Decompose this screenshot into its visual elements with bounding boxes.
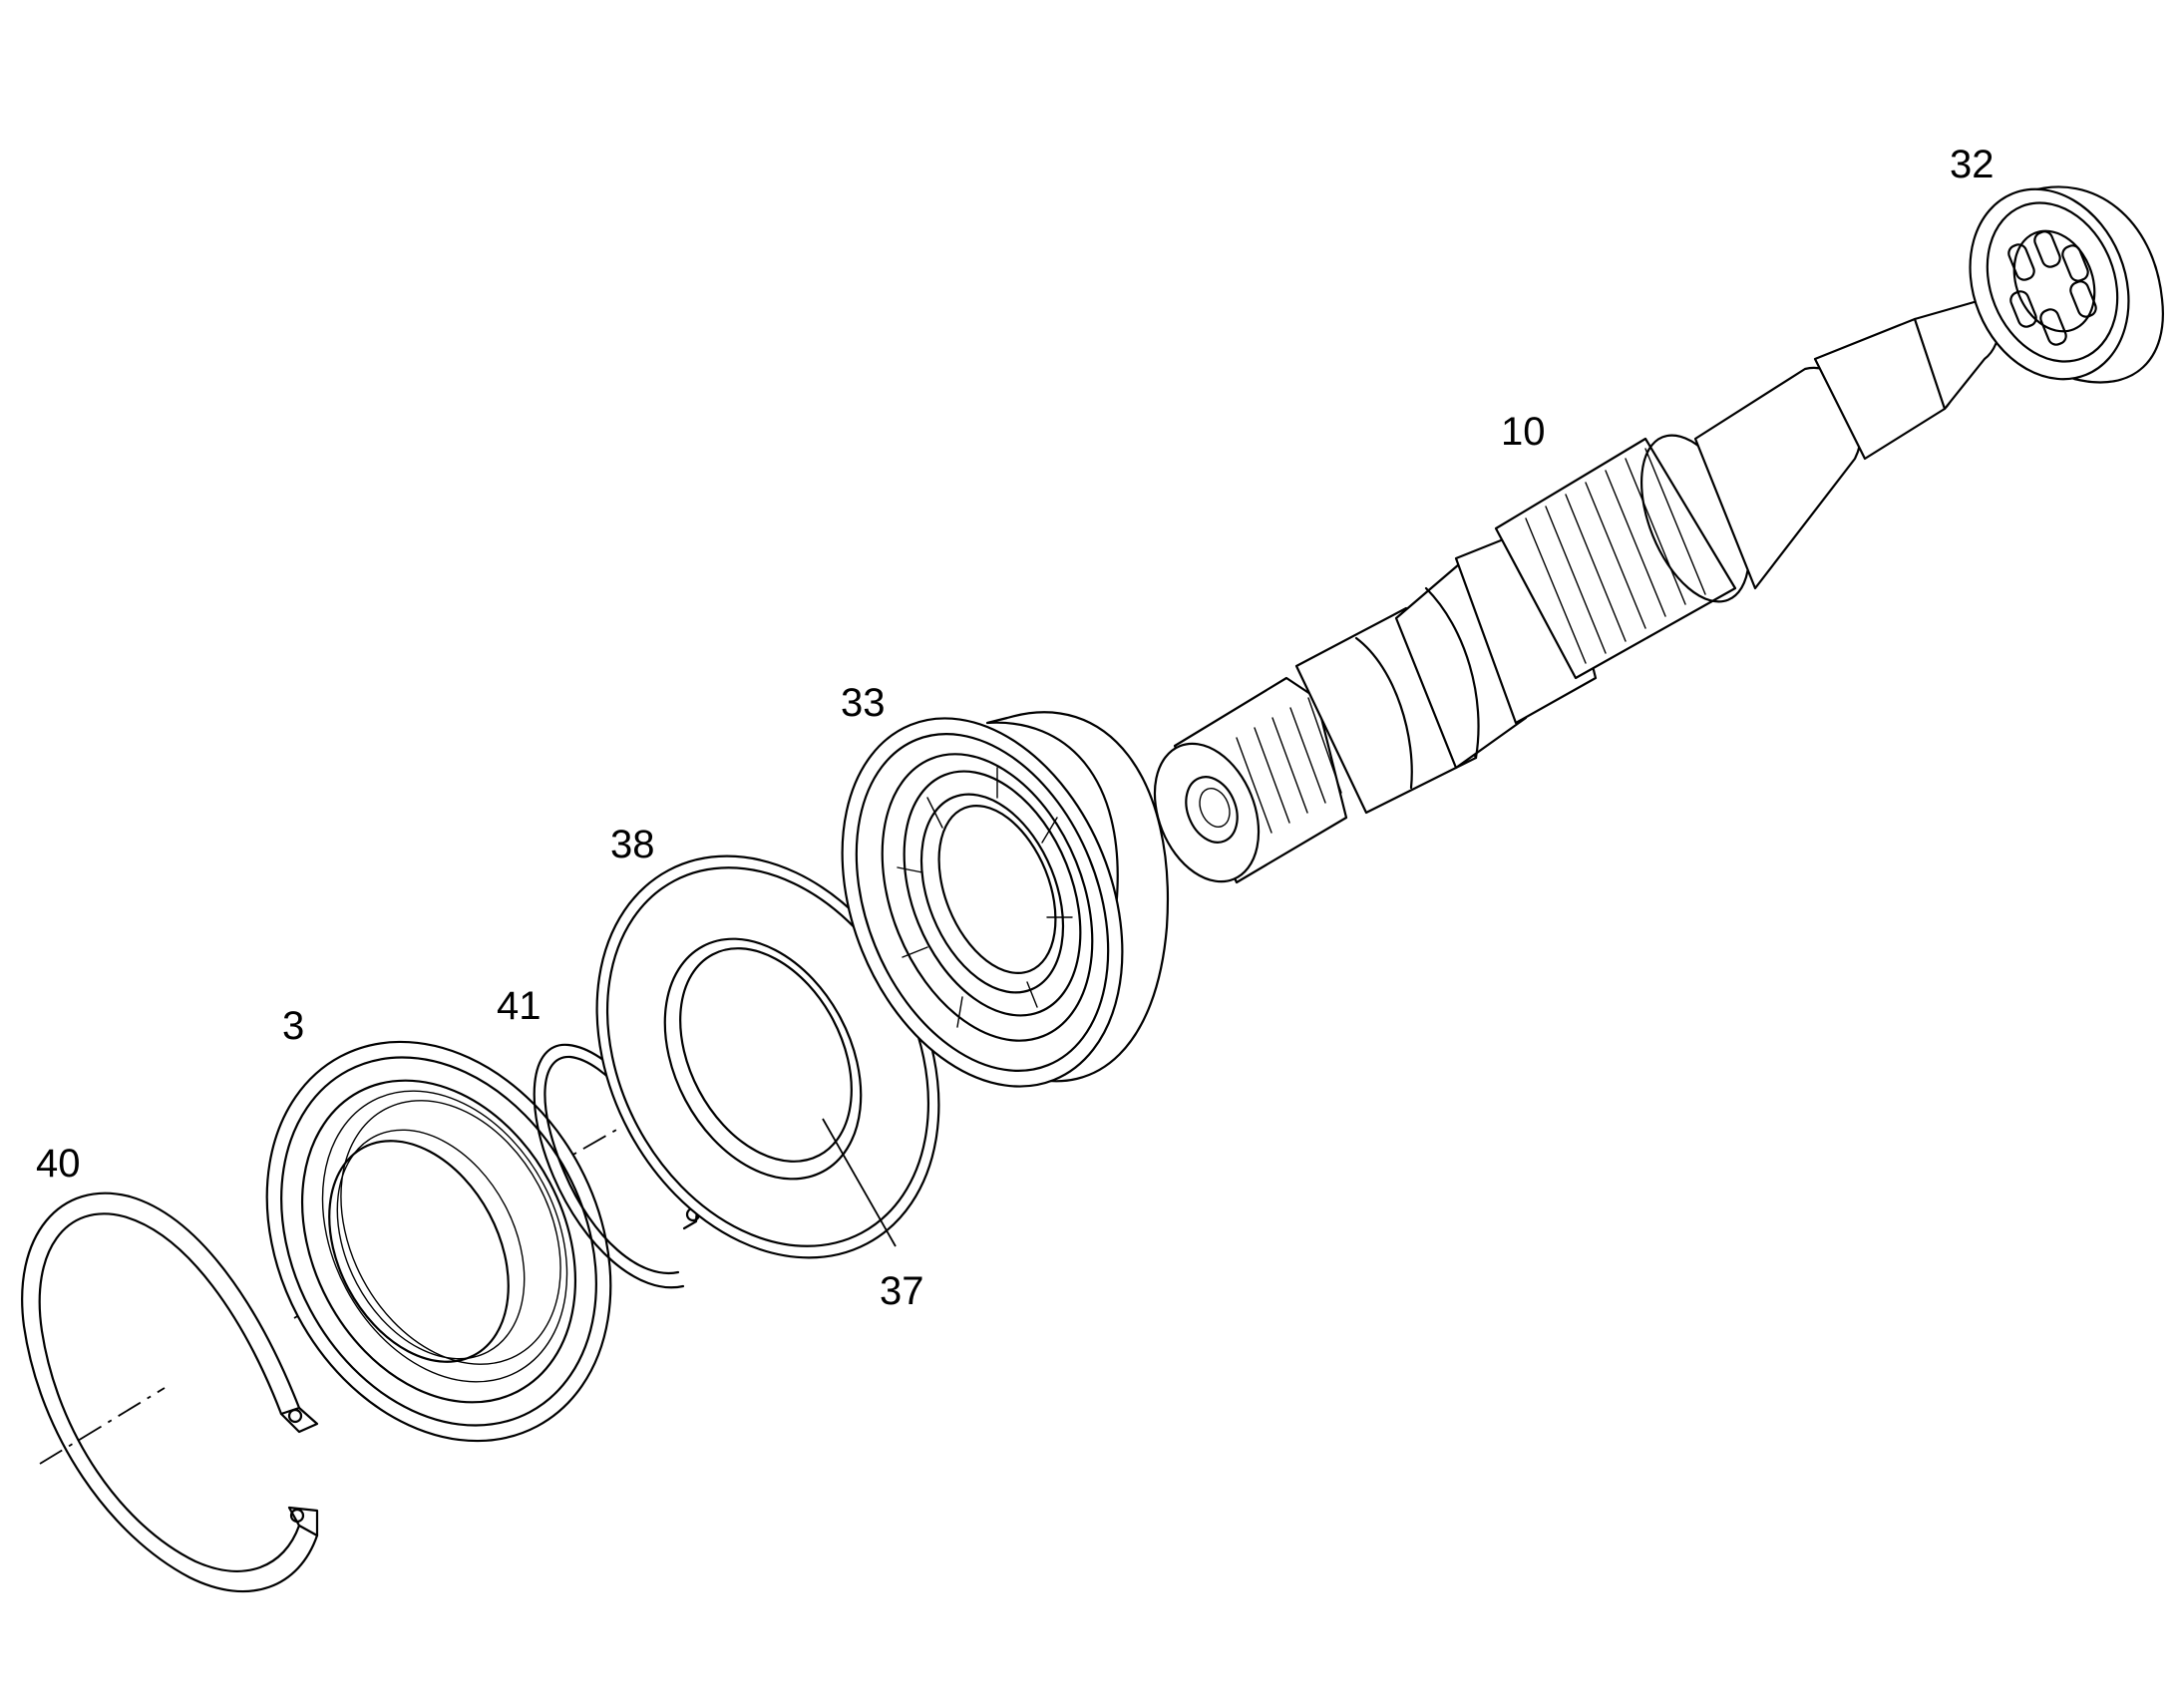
callout-10: 10 (1501, 410, 1546, 454)
callout-labels: 40 3 41 38 37 33 10 32 (36, 143, 1995, 1313)
callout-33: 33 (841, 681, 886, 725)
callout-3: 3 (282, 1004, 304, 1048)
part-32-roller-bearing (1969, 185, 2164, 384)
callout-41: 41 (497, 984, 542, 1028)
callout-40: 40 (36, 1142, 81, 1186)
part-40-retaining-ring (21, 1192, 319, 1592)
roller-set (2007, 230, 2097, 346)
leader-line-37 (822, 1118, 897, 1247)
part-10-splined-shaft (1153, 297, 2001, 884)
part-3-shaft-seal (265, 1040, 612, 1443)
part-33-ball-bearing (841, 711, 1170, 1088)
callout-32: 32 (1950, 143, 1995, 186)
callout-38: 38 (610, 823, 655, 866)
callout-37: 37 (880, 1269, 924, 1313)
